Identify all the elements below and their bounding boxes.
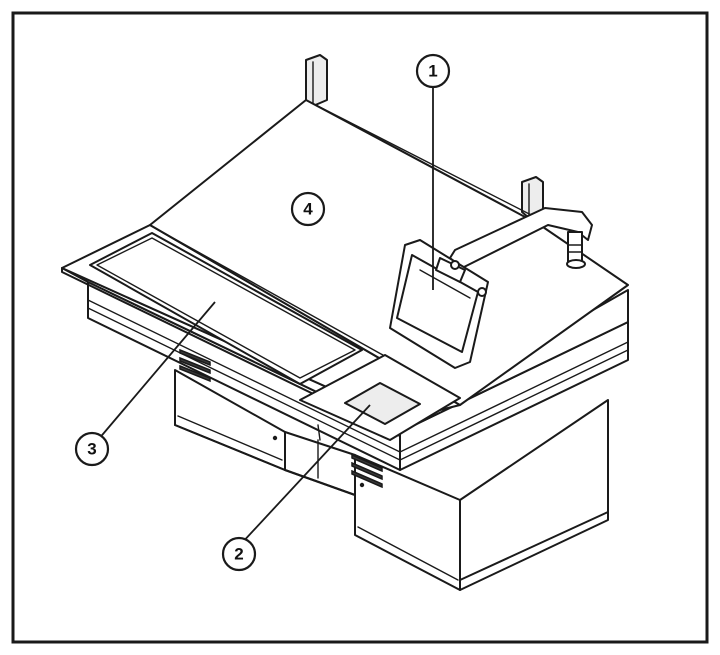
callout-2: 2 [221, 536, 257, 572]
leader-line-2 [239, 404, 371, 546]
callout-1: 1 [415, 53, 451, 89]
left-post [305, 54, 328, 107]
callout-1-label: 1 [428, 62, 437, 81]
console-base [174, 369, 609, 591]
trackpad-area [299, 354, 461, 441]
callout-2-label: 2 [234, 545, 243, 564]
callout-4: 4 [290, 191, 326, 227]
monitor-arm [449, 207, 593, 269]
leader-line-3 [91, 301, 216, 448]
callout-3: 3 [74, 431, 110, 467]
monitor [389, 239, 489, 369]
keyboard-area [89, 232, 363, 385]
callout-4-label: 4 [303, 200, 313, 219]
callout-3-label: 3 [87, 440, 96, 459]
